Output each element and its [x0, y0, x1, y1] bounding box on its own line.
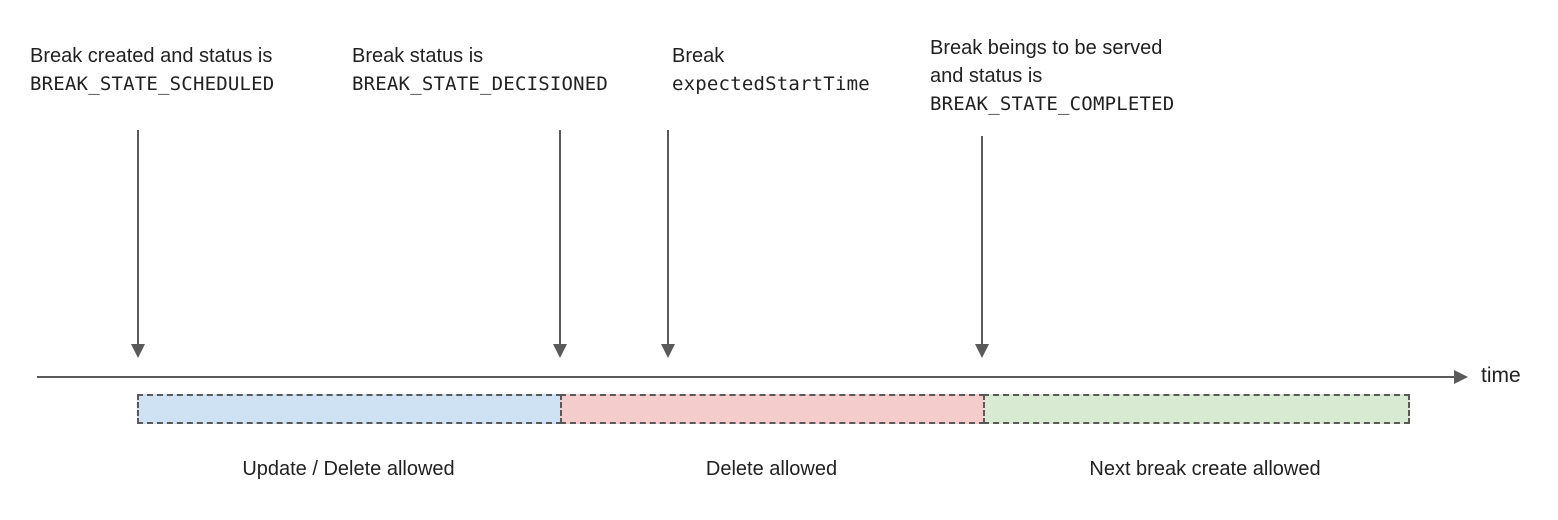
- down-arrow-icon: [975, 136, 989, 358]
- arrow-shaft: [559, 130, 561, 345]
- annotation-code-line: BREAK_STATE_COMPLETED: [930, 93, 1175, 115]
- annotation-break-completed: Break beings to be served and status is …: [930, 34, 1174, 118]
- segment-label-delete: Delete allowed: [705, 458, 838, 480]
- segment-label-update-delete: Update / Delete allowed: [242, 458, 455, 480]
- annotation-text-line: and status is: [930, 65, 1043, 87]
- annotation-break-decisioned: Break status is BREAK_STATE_DECISIONED: [352, 42, 608, 98]
- annotation-code-line: expectedStartTime: [672, 73, 870, 95]
- down-arrow-icon: [661, 130, 675, 358]
- down-arrow-icon: [553, 130, 567, 358]
- annotation-text-line: Break: [672, 45, 725, 67]
- bar-delete-allowed: [560, 394, 985, 424]
- annotation-break-scheduled: Break created and status is BREAK_STATE_…: [30, 42, 274, 98]
- time-axis-arrow-icon: [1454, 370, 1468, 384]
- arrow-head-icon: [975, 344, 989, 358]
- annotation-code-line: BREAK_STATE_SCHEDULED: [30, 73, 275, 95]
- arrow-head-icon: [553, 344, 567, 358]
- arrow-shaft: [981, 136, 983, 345]
- annotation-text-line: Break beings to be served: [930, 37, 1163, 59]
- segment-label-next-break-create: Next break create allowed: [1089, 458, 1321, 480]
- annotation-text-line: Break status is: [352, 45, 484, 67]
- down-arrow-icon: [131, 130, 145, 358]
- arrow-head-icon: [131, 344, 145, 358]
- annotation-expected-start-time: Break expectedStartTime: [672, 42, 870, 98]
- annotation-code-line: BREAK_STATE_DECISIONED: [352, 73, 609, 95]
- bar-update-delete-allowed: [137, 394, 562, 424]
- annotation-text-line: Break created and status is: [30, 45, 273, 67]
- time-axis-line: [37, 376, 1456, 378]
- arrow-head-icon: [661, 344, 675, 358]
- time-axis-label: time: [1481, 364, 1521, 387]
- arrow-shaft: [667, 130, 669, 345]
- period-bars: [137, 394, 1410, 424]
- bar-next-break-create-allowed: [983, 394, 1410, 424]
- arrow-shaft: [137, 130, 139, 345]
